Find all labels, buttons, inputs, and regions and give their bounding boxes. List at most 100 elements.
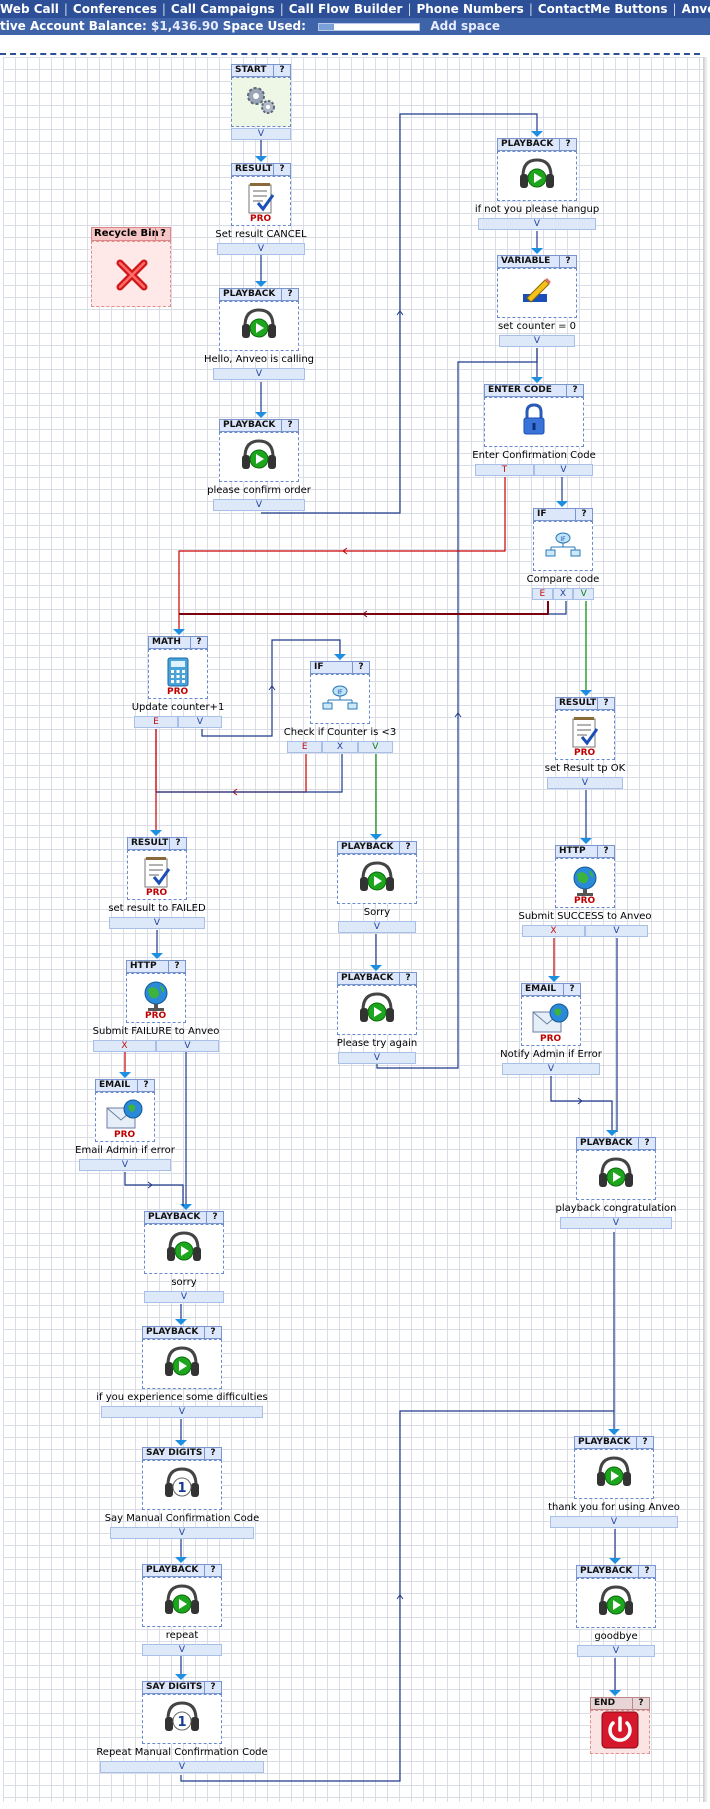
node-body[interactable] — [219, 301, 299, 351]
node-body[interactable] — [142, 1577, 222, 1627]
node-header[interactable]: EMAIL? — [95, 1079, 155, 1092]
node-body[interactable] — [337, 985, 417, 1035]
node-body[interactable] — [497, 268, 577, 318]
node-help-button[interactable]: ? — [168, 961, 185, 972]
node-port-e[interactable]: E — [134, 716, 178, 728]
node-header[interactable]: PLAYBACK? — [497, 138, 577, 151]
node-port-x[interactable]: X — [552, 588, 574, 600]
node-header[interactable]: PLAYBACK? — [576, 1565, 656, 1578]
node-header[interactable]: RESULT? — [127, 837, 187, 850]
node-body[interactable] — [590, 1710, 650, 1754]
node-port-v[interactable]: V — [577, 1645, 655, 1657]
node-end[interactable]: END? — [590, 1697, 650, 1797]
node-header[interactable]: HTTP? — [555, 845, 615, 858]
node-port-v[interactable]: V — [573, 588, 595, 600]
node-header[interactable]: PLAYBACK? — [219, 419, 299, 432]
node-body[interactable] — [574, 1449, 654, 1499]
node-header[interactable]: PLAYBACK? — [574, 1436, 654, 1449]
node-help-button[interactable]: ? — [563, 984, 580, 995]
node-body[interactable]: PRO — [95, 1092, 155, 1142]
node-port-v[interactable]: V — [357, 741, 393, 753]
nav-item-contactme-buttons[interactable]: ContactMe Buttons — [537, 2, 668, 16]
node-header[interactable]: PLAYBACK? — [144, 1211, 224, 1224]
node-port-v[interactable]: V — [231, 128, 291, 140]
node-body[interactable]: PRO — [555, 858, 615, 908]
node-body[interactable] — [219, 432, 299, 482]
nav-item-conferences[interactable]: Conferences — [72, 2, 157, 16]
node-port-v[interactable]: V — [101, 1406, 263, 1418]
node-help-button[interactable]: ? — [638, 1138, 655, 1149]
node-body[interactable]: PRO — [148, 649, 208, 699]
node-header[interactable]: ENTER CODE? — [484, 384, 584, 397]
node-header[interactable]: MATH? — [148, 636, 208, 649]
node-header[interactable]: PLAYBACK? — [576, 1137, 656, 1150]
nav-item-web-call[interactable]: Web Call — [0, 2, 59, 16]
node-header[interactable]: EMAIL? — [521, 983, 581, 996]
node-body[interactable] — [142, 1339, 222, 1389]
node-body[interactable]: PRO — [555, 710, 615, 760]
node-help-button[interactable]: ? — [559, 139, 576, 150]
node-help-button[interactable]: ? — [137, 1080, 154, 1091]
node-header[interactable]: PLAYBACK? — [337, 972, 417, 985]
node-help-button[interactable]: ? — [399, 973, 416, 984]
node-header[interactable]: IF? — [533, 508, 593, 521]
node-port-v[interactable]: V — [144, 1291, 224, 1303]
node-help-button[interactable]: ? — [169, 838, 186, 849]
recycle-bin-help[interactable]: ? — [155, 228, 170, 240]
node-port-v[interactable]: V — [79, 1159, 171, 1171]
node-body[interactable]: PRO — [127, 850, 187, 900]
node-port-v[interactable]: V — [213, 368, 305, 380]
node-port-e[interactable]: E — [287, 741, 323, 753]
node-header[interactable]: END? — [590, 1697, 650, 1710]
node-port-v[interactable]: V — [560, 1217, 672, 1229]
node-help-button[interactable]: ? — [273, 164, 290, 175]
node-help-button[interactable]: ? — [636, 1437, 653, 1448]
node-help-button[interactable]: ? — [204, 1448, 221, 1459]
node-port-x[interactable]: X — [322, 741, 358, 753]
node-play-difficulties[interactable]: PLAYBACK?if you experience some difficul… — [96, 1326, 268, 1426]
node-help-button[interactable]: ? — [632, 1698, 649, 1709]
node-header[interactable]: PLAYBACK? — [337, 841, 417, 854]
nav-item-call-campaigns[interactable]: Call Campaigns — [170, 2, 275, 16]
node-port-v[interactable]: V — [338, 1052, 416, 1064]
node-header[interactable]: PLAYBACK? — [142, 1326, 222, 1339]
node-help-button[interactable]: ? — [638, 1566, 655, 1577]
node-port-v[interactable]: V — [110, 1527, 254, 1539]
node-port-v[interactable]: V — [547, 777, 623, 789]
recycle-bin-body[interactable] — [91, 241, 171, 307]
node-header[interactable]: SAY DIGITS? — [142, 1681, 222, 1694]
nav-item-anveo-a[interactable]: Anveo A — [681, 2, 710, 16]
node-body[interactable]: PRO — [521, 996, 581, 1046]
node-port-v[interactable]: V — [550, 1516, 678, 1528]
node-body[interactable] — [337, 854, 417, 904]
node-header[interactable]: VARIABLE? — [497, 255, 577, 268]
node-body[interactable] — [576, 1578, 656, 1628]
node-body[interactable]: PRO — [126, 973, 186, 1023]
node-port-v[interactable]: V — [109, 917, 205, 929]
node-header[interactable]: SAY DIGITS? — [142, 1447, 222, 1460]
node-body[interactable] — [576, 1150, 656, 1200]
node-help-button[interactable]: ? — [352, 662, 369, 673]
node-port-e[interactable]: E — [532, 588, 553, 600]
node-body[interactable] — [497, 151, 577, 201]
add-space-link[interactable]: Add space — [430, 19, 501, 33]
node-body[interactable] — [231, 77, 291, 127]
node-port-t[interactable]: T — [475, 464, 534, 476]
node-help-button[interactable]: ? — [204, 1327, 221, 1338]
